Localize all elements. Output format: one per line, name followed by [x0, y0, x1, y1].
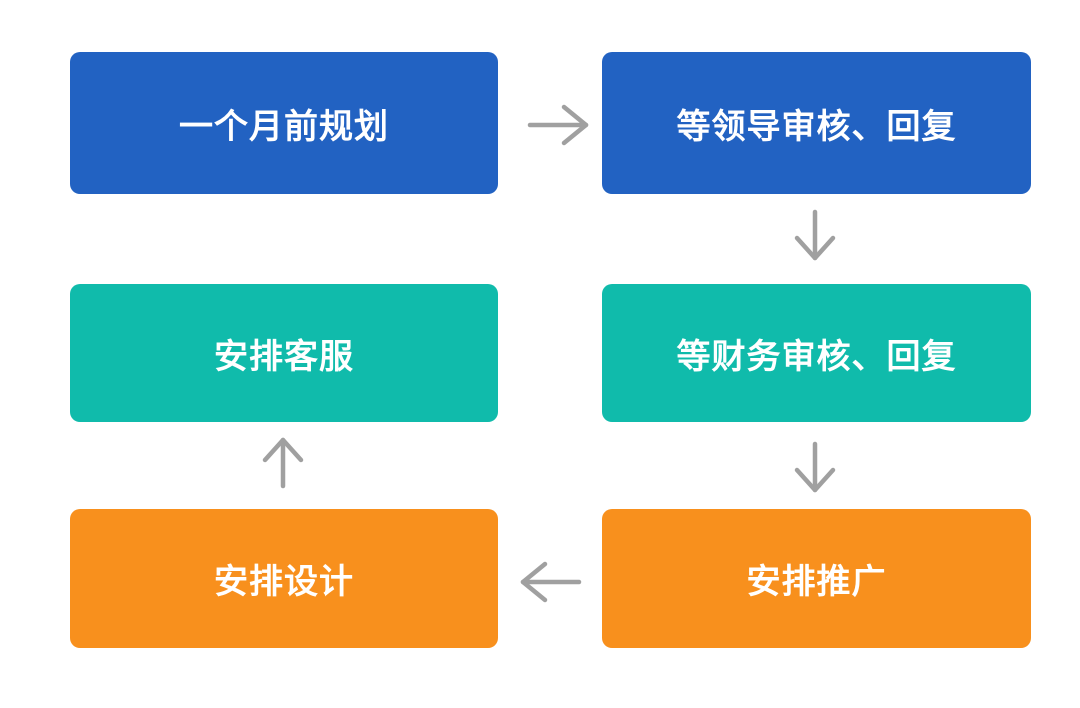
node-plan-month-ahead: 一个月前规划 [70, 52, 498, 194]
arrow-right-icon [527, 104, 589, 146]
arrow-down-icon [794, 441, 836, 493]
node-leader-review-reply: 等领导审核、回复 [602, 52, 1031, 194]
node-leader-review-reply-label: 等领导审核、回复 [676, 107, 957, 146]
node-assign-customer-service: 安排客服 [70, 284, 498, 422]
node-assign-design-label: 安排设计 [214, 563, 354, 601]
node-assign-design: 安排设计 [70, 509, 498, 648]
node-assign-promotion-label: 安排推广 [746, 563, 887, 601]
node-finance-review-reply: 等财务审核、回复 [602, 284, 1031, 422]
arrow-up-icon [262, 437, 304, 489]
arrow-down-icon [794, 209, 836, 261]
node-assign-customer-service-label: 安排客服 [214, 337, 354, 376]
node-assign-promotion: 安排推广 [602, 509, 1031, 648]
node-finance-review-reply-label: 等财务审核、回复 [676, 337, 957, 376]
node-plan-month-ahead-label: 一个月前规划 [179, 107, 389, 146]
arrow-left-icon [520, 561, 582, 603]
